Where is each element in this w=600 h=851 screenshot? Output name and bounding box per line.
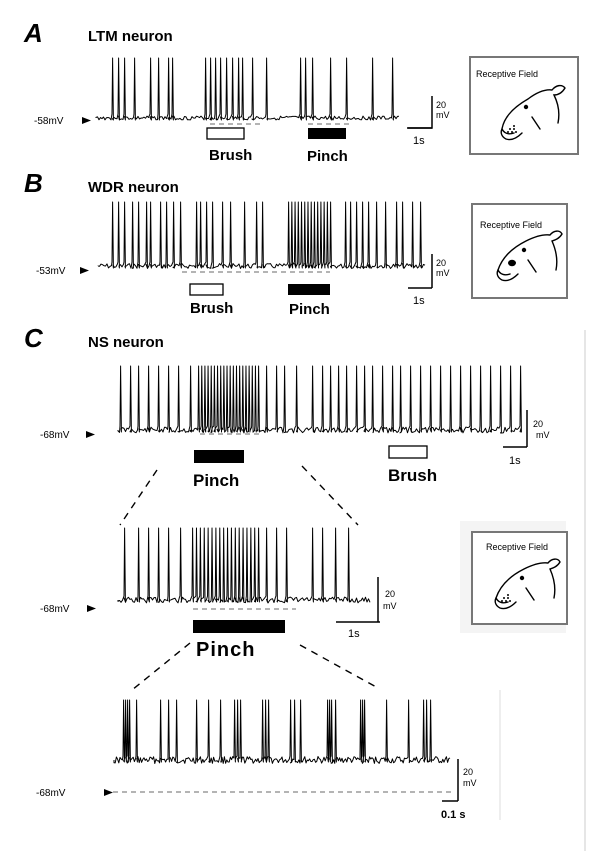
- panel-a-baseline-arrow-icon: [82, 117, 91, 124]
- panel-c-zoom1-scale-bar: 20 mV 1s: [336, 577, 397, 640]
- panel-c-rat-head-icon: [494, 558, 561, 610]
- panel-c-letter: C: [24, 323, 44, 353]
- panel-b-scale-time: 1s: [413, 295, 425, 307]
- panel-a-scale-time: 1s: [413, 135, 425, 147]
- panel-c-zoom2-scale-time: 0.1 s: [441, 809, 465, 821]
- panel-c-zoom-guide-lines: [119, 465, 359, 526]
- panel-a-pinch-bar: [308, 128, 346, 139]
- panel-c-scale-unit: mV: [536, 430, 550, 440]
- panel-a-voltage-trace: [95, 57, 400, 121]
- panel-b: B WDR neuron -53mV Brush Pinch 20 mV 1s …: [24, 168, 568, 318]
- panel-c-title: NS neuron: [88, 334, 164, 351]
- panel-a-receptive-field-label: Receptive Field: [476, 69, 538, 79]
- panel-c-zoom2-guide-lines: [131, 642, 379, 691]
- panel-c-brush-label: Brush: [388, 466, 437, 485]
- panel-c-zoom2-baseline-arrow-icon: [104, 789, 113, 796]
- panel-c-receptive-field-frame: [471, 531, 568, 625]
- panel-c-pinch-label: Pinch: [193, 471, 239, 490]
- panel-b-pinch-label: Pinch: [289, 301, 330, 318]
- panel-c-zoom1-scale-time: 1s: [348, 628, 360, 640]
- panel-c-zoom1-pinch-bar: [193, 620, 285, 633]
- panel-a-scale-amp: 20: [436, 100, 446, 110]
- panel-c-zoom2-scale-unit: mV: [463, 778, 477, 788]
- panel-b-scale-unit: mV: [436, 268, 450, 278]
- panel-a-membrane-potential: -58mV: [34, 116, 64, 127]
- panel-c-zoom2-scale-bar: 20 mV 0.1 s: [441, 759, 477, 821]
- panel-b-receptive-field-frame: [471, 203, 568, 299]
- panel-b-title: WDR neuron: [88, 179, 179, 196]
- panel-c-zoom1-baseline-arrow-icon: [87, 605, 96, 612]
- panel-b-receptive-field-label: Receptive Field: [480, 220, 542, 230]
- panel-b-brush-bar: [189, 283, 224, 296]
- panel-a-receptive-field: Receptive Field: [469, 56, 579, 155]
- panel-b-letter: B: [24, 168, 43, 198]
- panel-c-scale-bar: 20 mV 1s: [503, 410, 550, 467]
- panel-b-scale-bar: 20 mV 1s: [408, 254, 450, 307]
- panel-c-scale-time: 1s: [509, 455, 521, 467]
- panel-c-zoom1-pinch-label: Pinch: [196, 639, 255, 661]
- panel-c-zoom1-membrane-potential: -68mV: [40, 604, 70, 615]
- panel-c-receptive-field: Receptive Field: [460, 521, 568, 633]
- panel-a-title: LTM neuron: [88, 28, 173, 45]
- panel-a-pinch-label: Pinch: [307, 148, 348, 165]
- panel-c-zoom2-scale-amp: 20: [463, 767, 473, 777]
- panel-c-membrane-potential: -68mV: [40, 430, 70, 441]
- panel-a-letter: A: [23, 18, 43, 48]
- panel-b-rat-head-icon: [496, 230, 563, 282]
- panel-c-voltage-trace: [117, 365, 522, 434]
- panel-c-brush-bar: [388, 445, 428, 459]
- panel-b-receptive-field: Receptive Field: [471, 203, 568, 299]
- panel-b-brush-label: Brush: [190, 300, 233, 317]
- panel-a-receptive-field-frame: [469, 56, 579, 155]
- panel-b-voltage-trace: [97, 201, 426, 269]
- panel-c-zoom1-scale-unit: mV: [383, 601, 397, 611]
- panel-c: C NS neuron -68mV Pinch Brush 20 mV 1s -…: [24, 323, 586, 851]
- panel-c-scale-amp: 20: [533, 419, 543, 429]
- panel-c-zoom1-scale-amp: 20: [385, 589, 395, 599]
- panel-a-scale-unit: mV: [436, 110, 450, 120]
- panel-a-brush-bar: [206, 127, 245, 140]
- panel-b-scale-amp: 20: [436, 258, 446, 268]
- panel-b-baseline-arrow-icon: [80, 267, 89, 274]
- panel-b-pinch-bar: [288, 284, 330, 295]
- panel-a-brush-label: Brush: [209, 147, 252, 164]
- panel-a-scale-bar: 20 mV 1s: [407, 96, 450, 147]
- panel-a: A LTM neuron -58mV Brush Pinch 20 mV 1s …: [23, 18, 579, 165]
- panel-c-baseline-arrow-icon: [86, 431, 95, 438]
- panel-b-membrane-potential: -53mV: [36, 266, 66, 277]
- panel-c-zoom1-voltage-trace: [117, 527, 371, 604]
- panel-a-rat-head-icon: [500, 84, 566, 141]
- panel-c-zoom2-membrane-potential: -68mV: [36, 788, 66, 799]
- panel-c-zoom2-voltage-trace: [113, 699, 451, 764]
- panel-c-receptive-field-label: Receptive Field: [486, 542, 548, 552]
- panel-c-pinch-bar: [194, 450, 244, 463]
